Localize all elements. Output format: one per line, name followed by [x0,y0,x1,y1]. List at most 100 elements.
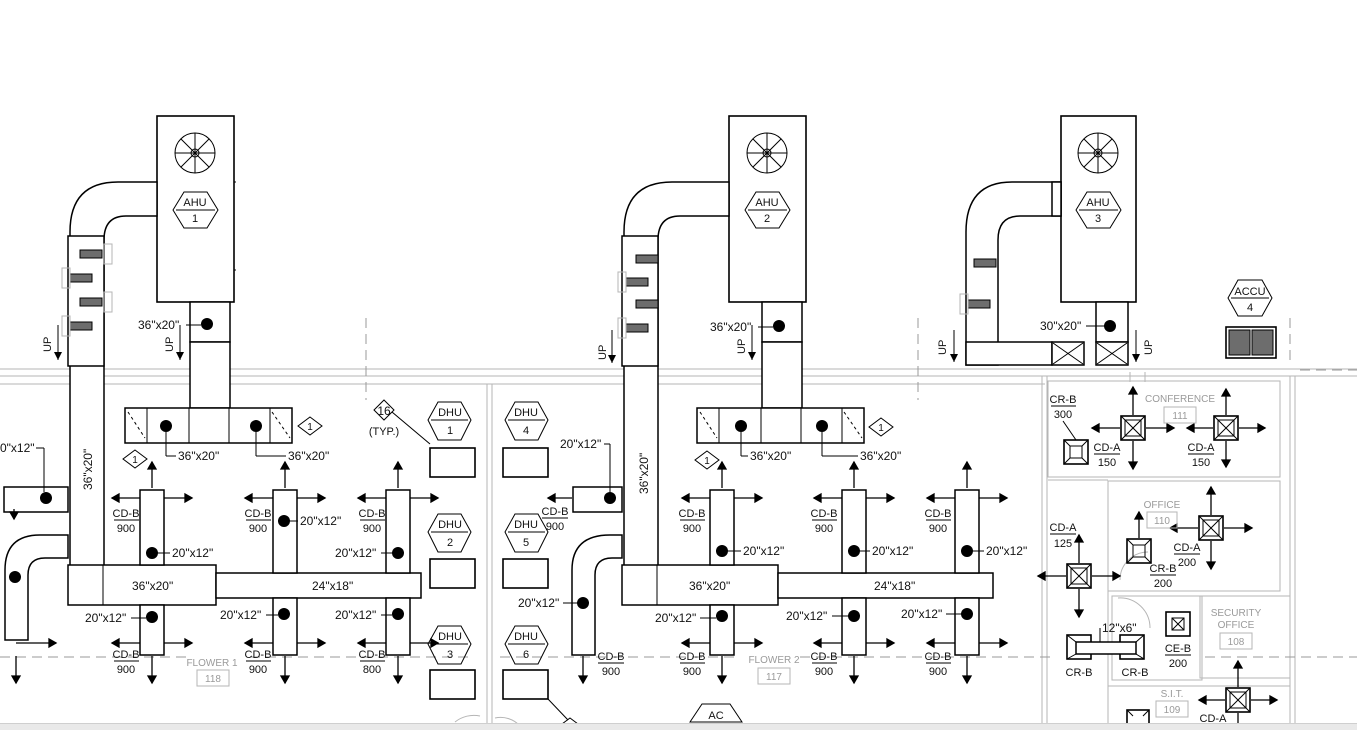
ceiling-diffusers[interactable] [1063,415,1251,730]
return-duct-12x6[interactable] [1066,634,1145,660]
svg-text:CD-A: CD-A [1094,442,1122,454]
ahu-1-ductwork [3,181,422,656]
throw-arrow [430,492,440,504]
svg-text:CD-B: CD-B [811,651,838,663]
svg-text:CD-B: CD-B [925,651,952,663]
svg-text:900: 900 [363,523,381,535]
dhu-3[interactable]: DHU 3 [427,625,476,700]
svg-text:CD-B: CD-B [679,508,706,520]
throw-arrow [812,492,822,504]
svg-text:CD-B: CD-B [679,651,706,663]
svg-text:20"x12": 20"x12" [85,611,126,625]
ahu-3-unit[interactable]: AHU 3 [1060,115,1137,303]
ahu-1-unit[interactable]: AHU 1 [156,115,236,303]
svg-text:CD-B: CD-B [245,508,272,520]
svg-text:CD-B: CD-B [113,508,140,520]
throw-arrow [961,460,973,470]
throw-arrow [1036,570,1046,582]
svg-text:CE-B: CE-B [1165,643,1191,655]
keynotes: 16 (TYP.) 1 1 1 1 [122,399,894,730]
throw-arrow [1127,461,1139,471]
accu-4-unit[interactable]: ACCU 4 [1225,279,1277,359]
svg-text:UP: UP [164,337,176,352]
svg-text:36"x20": 36"x20" [689,579,730,593]
diffuser-cd-a-conference-2[interactable] [1213,415,1239,441]
ahu-3-num: 3 [1095,213,1101,225]
throw-arrow [1257,422,1267,434]
throw-arrow [110,492,120,504]
throw-arrow [10,675,22,685]
svg-text:CD-B: CD-B [925,508,952,520]
svg-text:800: 800 [363,664,381,676]
throw-arrow [279,460,291,470]
svg-text:CR-B: CR-B [1050,394,1077,406]
ac-unit[interactable]: AC [689,703,743,723]
svg-text:900: 900 [683,523,701,535]
room-conference-name: CONFERENCE [1145,394,1215,405]
diffuser-cr-b-sit[interactable] [1126,709,1150,730]
svg-text:900: 900 [929,523,947,535]
room-labels: FLOWER 1 118 FLOWER 2 117 CONFERENCE 111… [186,394,1262,718]
throw-arrow [1244,522,1254,534]
throw-arrow [110,637,120,649]
dhu-4[interactable]: DHU 4 [502,401,549,478]
dhu-5-num: 5 [523,537,529,549]
svg-text:CR-B: CR-B [1150,563,1177,575]
throw-arrow [1205,485,1217,495]
dhu-units[interactable]: DHU 1 DHU 2 DHU 3 DHU 4 DHU [427,401,743,723]
accu-4-num: 4 [1247,302,1253,314]
dhu-4-tag: DHU [514,407,538,419]
diffuser-cr-b-conference[interactable] [1063,439,1089,465]
ahu-2-unit[interactable]: AHU 2 [728,115,807,303]
throw-arrow [146,460,158,470]
svg-text:900: 900 [249,664,267,676]
diffuser-cd-a-sit[interactable] [1225,687,1251,713]
diffuser-ce-b-security[interactable] [1165,611,1191,637]
svg-text:200: 200 [1169,658,1187,670]
throw-arrow [48,637,58,649]
throw-arrow [812,637,822,649]
throw-arrow [546,492,556,504]
svg-text:20"x12": 20"x12" [300,514,341,528]
dhu-1[interactable]: DHU 1 [427,401,476,478]
svg-text:36"x20": 36"x20" [750,449,791,463]
svg-text:CD-B: CD-B [359,508,386,520]
svg-text:200: 200 [1178,557,1196,569]
svg-text:CR-B: CR-B [1122,667,1149,679]
throw-arrow [577,675,589,685]
throw-arrow [716,675,728,685]
diffuser-cd-a-corridor[interactable] [1066,563,1092,589]
svg-text:150: 150 [1098,457,1116,469]
room-flower-2-num: 117 [766,672,782,683]
svg-text:36"x20": 36"x20" [138,318,179,332]
dhu-2[interactable]: DHU 2 [427,513,476,589]
room-flower-1-name: FLOWER 1 [186,658,238,669]
dhu-5[interactable]: DHU 5 [502,513,549,589]
diffuser-cr-b-office[interactable] [1126,538,1152,564]
room-office-num: 110 [1154,516,1170,527]
throw-arrow [243,492,253,504]
svg-text:36"x20": 36"x20" [710,320,751,334]
throw-arrow [317,492,327,504]
diffuser-cd-a-conference-1[interactable] [1120,415,1146,441]
throw-arrow [680,492,690,504]
diffuser-cd-a-office[interactable] [1198,515,1224,541]
svg-text:900: 900 [815,523,833,535]
throw-arrow [8,511,20,521]
throw-arrow [317,637,327,649]
svg-text:36"x20": 36"x20" [860,449,901,463]
svg-text:20"x12": 20"x12" [335,608,376,622]
throw-arrow [1185,422,1195,434]
throw-arrow [925,637,935,649]
room-conference-num: 111 [1172,411,1188,422]
throw-arrow [848,460,860,470]
ahu-2-num: 2 [764,213,770,225]
room-flower-1-num: 118 [205,674,221,685]
dhu-6[interactable]: DHU 6 [502,625,569,721]
ac-tag: AC [708,710,723,722]
svg-text:12"x6": 12"x6" [1102,621,1137,635]
svg-text:36"x20": 36"x20" [178,449,219,463]
svg-text:36"x20": 36"x20" [81,449,95,490]
